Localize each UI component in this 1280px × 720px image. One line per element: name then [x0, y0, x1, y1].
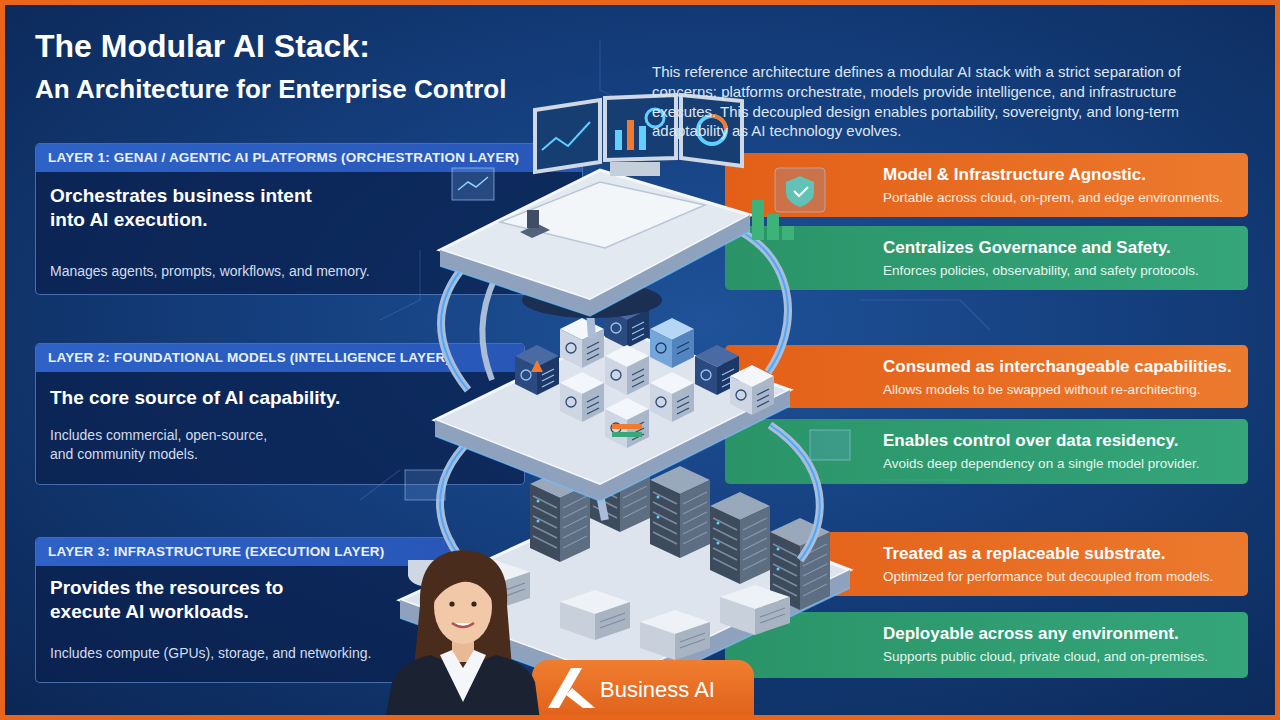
layer-description: Includes commercial, open-source, and co… [50, 426, 285, 464]
callout-heading: Enables control over data residency. [883, 431, 1242, 451]
infrastructure-platform-part [650, 466, 710, 558]
subtitle: An Architecture for Enterprise Control [35, 75, 506, 105]
infrastructure-platform-part [640, 610, 710, 660]
callout-description: Avoids deep dependency on a single model… [883, 455, 1242, 473]
feature-callout: Consumed as interchangeable capabilities… [725, 345, 1248, 408]
orchestration-platform-part [627, 120, 634, 150]
feature-callout: Deployable across any environment. Suppor… [725, 612, 1248, 678]
callout-description: Enforces policies, observability, and sa… [883, 262, 1242, 280]
layer-title: LAYER 2: FOUNDATIONAL MODELS (INTELLIGEN… [36, 344, 524, 372]
models-platform-part [612, 424, 642, 429]
models-platform-part [560, 372, 604, 422]
brand-tab: Business AI [532, 660, 754, 720]
feature-callout: Centralizes Governance and Safety. Enforc… [725, 226, 1248, 290]
layer-title: LAYER 1: GENAI / AGENTIC AI PLATFORMS (O… [36, 144, 582, 172]
models-platform-part [605, 298, 649, 348]
data-pipes-part [590, 310, 592, 338]
callout-description: Portable across cloud, on-prem, and edge… [883, 189, 1242, 207]
layer-heading: The core source of AI capability. [50, 386, 430, 410]
infrastructure-platform-part [460, 560, 530, 610]
feature-callout: Model & Infrastructure Agnostic. Portable… [725, 153, 1248, 217]
background-circuits-part [860, 300, 990, 330]
callout-heading: Centralizes Governance and Safety. [883, 238, 1242, 258]
layer-panel: LAYER 1: GENAI / AGENTIC AI PLATFORMS (O… [35, 143, 583, 295]
background-circuits-part [600, 40, 640, 110]
feature-callout: Enables control over data residency. Avoi… [725, 419, 1248, 484]
diagram-title: The Modular AI Stack: [35, 28, 370, 65]
layer-description: Manages agents, prompts, workflows, and … [50, 262, 490, 281]
data-pipes-part [600, 495, 605, 520]
layer-panel: LAYER 2: FOUNDATIONAL MODELS (INTELLIGEN… [35, 343, 525, 485]
layer-panel: LAYER 3: INFRASTRUCTURE (EXECUTION LAYER… [35, 537, 455, 683]
models-platform-part [612, 432, 642, 437]
callout-description: Optimized for performance but decoupled … [883, 568, 1242, 586]
callout-heading: Deployable across any environment. [883, 624, 1242, 644]
layer-title: LAYER 3: INFRASTRUCTURE (EXECUTION LAYER… [36, 538, 454, 566]
presenter-figure-part [471, 601, 476, 606]
infrastructure-platform-part [560, 590, 630, 640]
presenter-figure-part [452, 623, 474, 627]
models-platform-part [605, 345, 649, 395]
infrastructure-platform-part [530, 470, 590, 562]
models-platform-part [531, 360, 543, 372]
callout-description: Supports public cloud, private cloud, an… [883, 648, 1242, 666]
brand-name: Business AI [532, 660, 754, 720]
models-platform-part [560, 318, 604, 368]
callout-description: Allows models to be swapped without re-a… [883, 381, 1242, 399]
layer-heading: Provides the resources to execute AI wor… [50, 576, 315, 624]
callout-heading: Consumed as interchangeable capabilities… [883, 357, 1242, 377]
orchestration-platform-part [610, 162, 660, 176]
infrastructure-platform-part [590, 440, 650, 532]
orchestration-platform-part [639, 126, 646, 150]
presenter-figure-part [452, 636, 474, 662]
models-platform-part [650, 318, 694, 368]
callout-heading: Model & Infrastructure Agnostic. [883, 165, 1242, 185]
layer-description: Includes compute (GPUs), storage, and ne… [50, 644, 410, 663]
callout-heading: Treated as a replaceable substrate. [883, 544, 1242, 564]
feature-callout: Treated as a replaceable substrate. Optim… [725, 532, 1248, 596]
models-platform-part [650, 372, 694, 422]
layer-heading: Orchestrates business intent into AI exe… [50, 184, 350, 232]
models-platform-part [605, 398, 649, 448]
intro-text: This reference architecture defines a mo… [652, 62, 1217, 141]
orchestration-platform-part [615, 130, 622, 150]
